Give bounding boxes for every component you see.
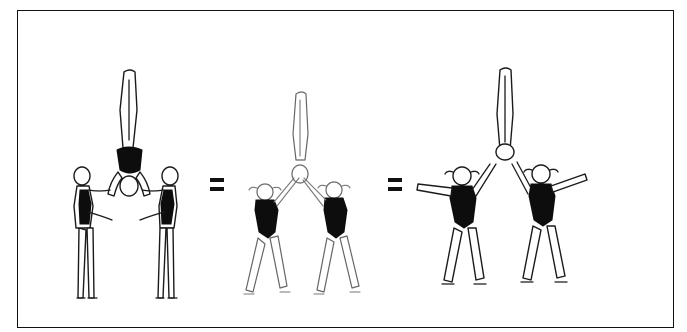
group-3-right-base xyxy=(512,162,587,282)
group-1-flyer xyxy=(108,70,150,196)
group-1-left-base xyxy=(74,167,112,298)
group-3-left-base xyxy=(417,164,496,284)
group-2-young-bases-close xyxy=(244,92,360,294)
group-2-left-base xyxy=(244,178,299,294)
group-3-young-bases-arms-out xyxy=(417,68,587,284)
equals-sign-1 xyxy=(210,178,224,191)
group-1-adult-bases xyxy=(74,70,178,298)
group-2-right-base xyxy=(303,178,360,294)
group-2-flyer xyxy=(292,92,308,183)
group-3-flyer xyxy=(496,68,514,160)
equals-sign-2 xyxy=(388,178,402,191)
